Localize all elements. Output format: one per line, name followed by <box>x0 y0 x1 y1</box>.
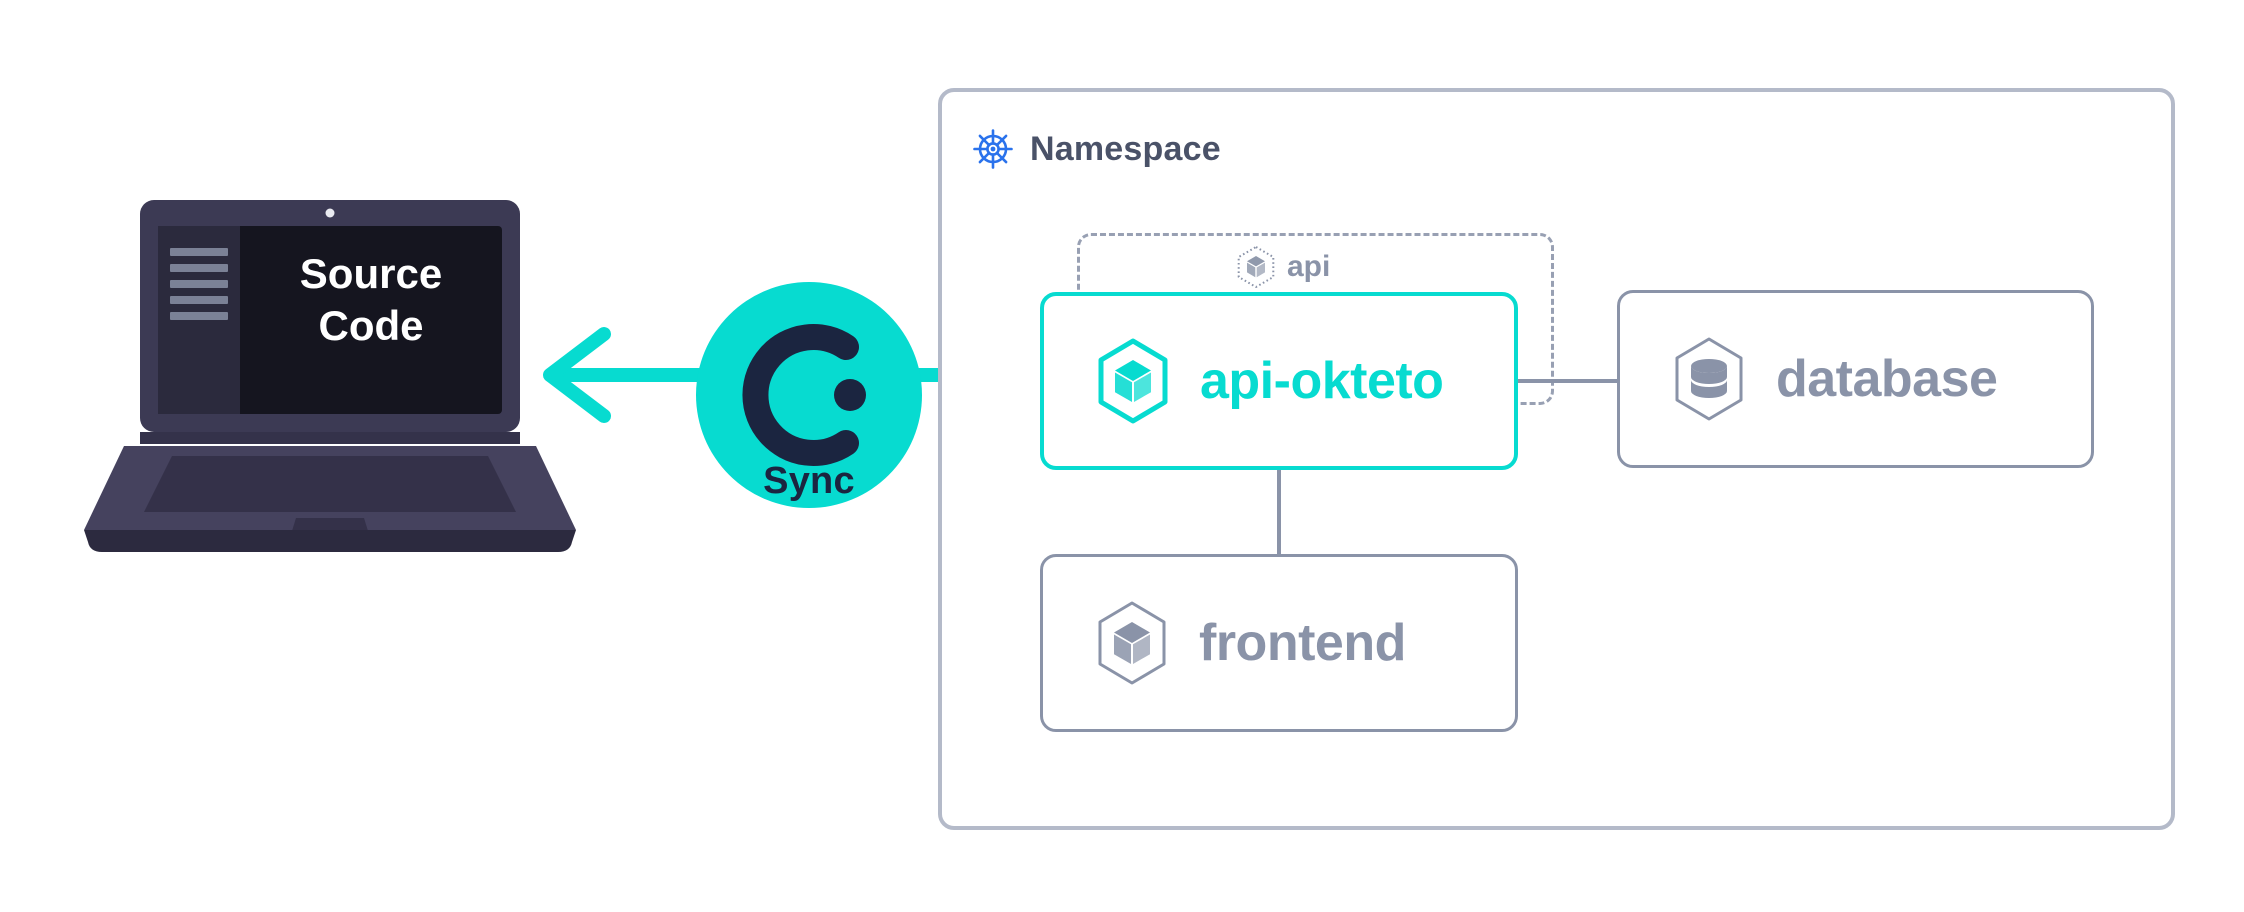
connector-api-to-frontend <box>1277 468 1281 556</box>
source-code-line1: Source <box>299 250 443 297</box>
connector-api-to-database <box>1516 379 1619 383</box>
sync-label: Sync <box>763 460 855 502</box>
source-code-line2: Code <box>318 302 424 349</box>
service-name-api-okteto: api-okteto <box>1200 352 1444 410</box>
kubernetes-helm-icon <box>973 129 1013 169</box>
service-content-api-okteto: api-okteto <box>1044 336 1444 426</box>
service-name-database: database <box>1776 350 1998 408</box>
namespace-title: Namespace <box>1030 129 1221 168</box>
okteto-c-logo-icon <box>696 282 922 508</box>
laptop-icon <box>84 200 576 552</box>
laptop-illustration: Source Code <box>80 200 580 560</box>
namespace-header: Namespace <box>972 128 1221 170</box>
sync-logo <box>694 280 924 510</box>
service-name-frontend: frontend <box>1199 614 1406 672</box>
laptop-screen-title: Source Code <box>240 248 502 352</box>
service-content-database: database <box>1620 334 1998 424</box>
cube-hexagon-dotted-icon <box>1237 246 1275 288</box>
service-box-api-okteto[interactable]: api-okteto <box>1040 292 1518 470</box>
cube-hexagon-icon <box>1098 338 1168 424</box>
arrow-left-icon <box>543 327 718 423</box>
service-content-frontend: frontend <box>1043 598 1406 688</box>
cube-hexagon-icon <box>1098 601 1166 685</box>
api-group-label: api <box>1233 244 1330 290</box>
database-hexagon-icon <box>1675 337 1743 421</box>
service-box-frontend[interactable]: frontend <box>1040 554 1518 732</box>
code-lines-icon <box>170 248 228 320</box>
api-label-text: api <box>1287 250 1331 283</box>
service-box-database[interactable]: database <box>1617 290 2094 468</box>
